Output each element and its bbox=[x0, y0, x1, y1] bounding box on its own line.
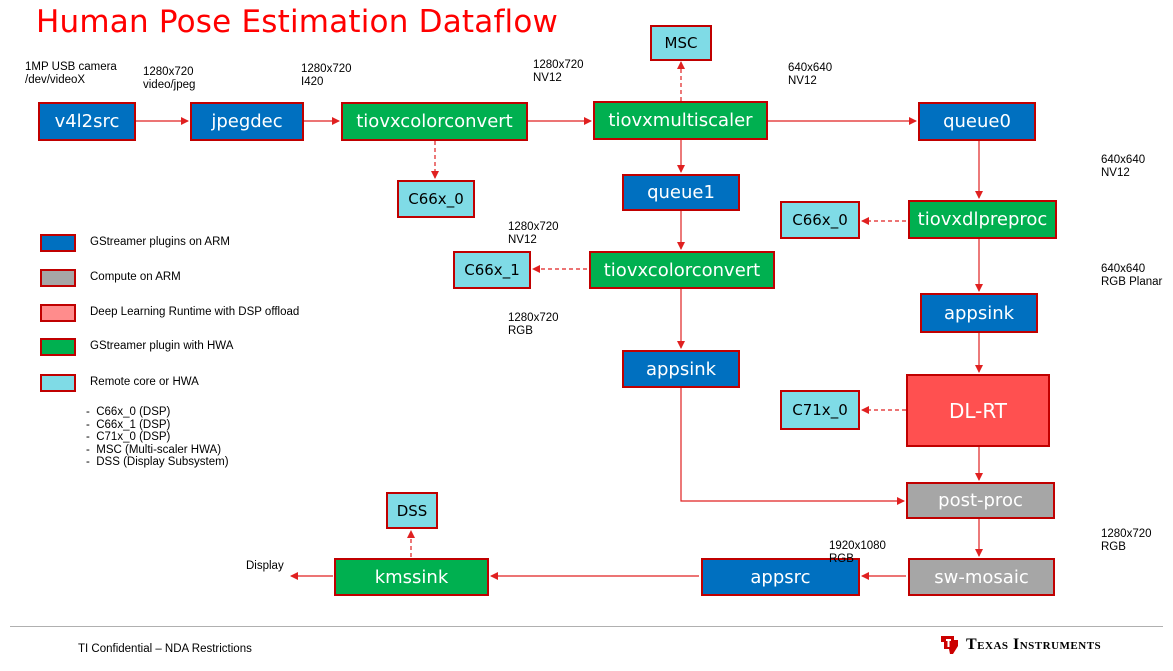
legend-text-compute: Compute on ARM bbox=[90, 271, 181, 283]
c66x1-node: C66x_1 bbox=[453, 251, 531, 289]
multiscaler-node: tiovxmultiscaler bbox=[593, 101, 768, 140]
page-title: Human Pose Estimation Dataflow bbox=[36, 4, 559, 40]
note-item: - C66x_0 (DSP) bbox=[86, 406, 171, 418]
swmosaic-node: sw-mosaic bbox=[908, 558, 1055, 596]
kmssink-node: kmssink bbox=[334, 558, 489, 596]
legend-swatch-hwa-plugin bbox=[40, 338, 76, 356]
jpegdec-node: jpegdec bbox=[190, 102, 304, 141]
v4l2src-node: v4l2src bbox=[38, 102, 136, 141]
note-item: - C66x_1 (DSP) bbox=[86, 418, 171, 431]
c66x0-right-node: C66x_0 bbox=[780, 201, 860, 239]
camera-label: 1MP USB camera/dev/videoX bbox=[25, 61, 117, 86]
postproc-node: post-proc bbox=[906, 482, 1055, 519]
core-notes: - C66x_0 (DSP) - C66x_1 (DSP) - C71x_0 (… bbox=[86, 406, 229, 469]
colorconvert2-node: tiovxcolorconvert bbox=[589, 251, 775, 289]
queue1-node: queue1 bbox=[622, 174, 740, 211]
queue0-node: queue0 bbox=[918, 102, 1036, 141]
legend-text-hwa-plugin: GStreamer plugin with HWA bbox=[90, 340, 234, 352]
display-label: Display bbox=[246, 560, 284, 572]
ti-emblem-icon bbox=[941, 636, 958, 654]
msc-node: MSC bbox=[650, 25, 712, 61]
legend-swatch-compute bbox=[40, 269, 76, 287]
ti-brand-text: Texas Instruments bbox=[966, 636, 1102, 653]
appsink-mid-node: appsink bbox=[622, 350, 740, 388]
dlpreproc-node: tiovxdlpreproc bbox=[908, 200, 1057, 239]
legend-swatch-arm bbox=[40, 234, 76, 252]
legend-swatch-dlrt bbox=[40, 304, 76, 322]
appsrc-node: appsrc bbox=[701, 558, 860, 596]
legend-swatch-remote-core bbox=[40, 374, 76, 392]
colorconvert-node: tiovxcolorconvert bbox=[341, 102, 528, 141]
c71x0-node: C71x_0 bbox=[780, 390, 860, 430]
note-item: - DSS (Display Subsystem) bbox=[86, 456, 229, 468]
edge-appsink-postproc bbox=[680, 388, 905, 505]
footer-divider bbox=[10, 626, 1163, 627]
appsink-right-node: appsink bbox=[920, 293, 1038, 333]
c66x0-node: C66x_0 bbox=[397, 180, 475, 218]
dss-node: DSS bbox=[386, 492, 438, 529]
dlrt-node: DL-RT bbox=[906, 374, 1050, 447]
confidential-notice: TI Confidential – NDA Restrictions bbox=[78, 643, 252, 655]
note-item: - C71x_0 (DSP) bbox=[86, 431, 171, 443]
legend-text-dlrt: Deep Learning Runtime with DSP offload bbox=[90, 306, 300, 318]
legend-text-arm: GStreamer plugins on ARM bbox=[90, 236, 230, 248]
ti-logo: Texas Instruments bbox=[938, 634, 1101, 656]
note-item: - MSC (Multi-scaler HWA) bbox=[86, 443, 222, 456]
legend-text-remote-core: Remote core or HWA bbox=[90, 376, 199, 388]
